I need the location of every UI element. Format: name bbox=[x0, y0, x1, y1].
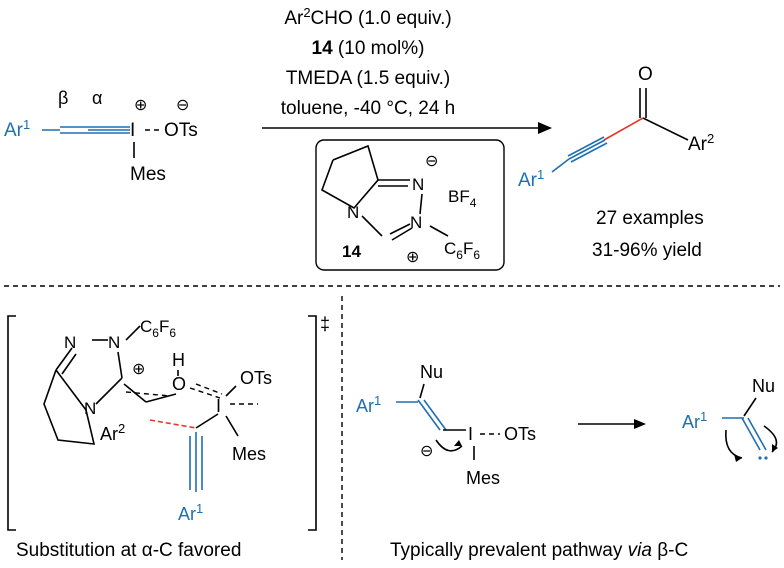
svg-text:Ar1: Ar1 bbox=[682, 409, 707, 432]
reaction-arrowhead bbox=[538, 122, 552, 134]
svg-text:I: I bbox=[216, 396, 221, 416]
svg-text:I: I bbox=[130, 120, 135, 141]
svg-text:OTs: OTs bbox=[164, 120, 198, 141]
beta-caption: Typically prevalent pathway via β-C bbox=[390, 540, 688, 561]
svg-text:OTs: OTs bbox=[240, 368, 272, 388]
alpha-label: α bbox=[92, 88, 102, 108]
beta-label: β bbox=[58, 88, 68, 108]
svg-text:Ar2: Ar2 bbox=[100, 421, 125, 444]
catalyst-box bbox=[315, 139, 505, 271]
svg-text:⊕: ⊕ bbox=[132, 361, 145, 378]
svg-text:N: N bbox=[64, 333, 76, 352]
alpha-caption: Substitution at α-C favored bbox=[16, 540, 241, 561]
svg-text:O: O bbox=[638, 64, 653, 85]
ts-c6f6-group: C6F6 bbox=[140, 317, 176, 340]
svg-text:N: N bbox=[347, 203, 359, 222]
alkynyl-iodonium-substrate: Ar1 β α ⊕ ⊖ I OTs Mes bbox=[4, 88, 198, 185]
reagent-aldehyde: Ar2CHO (1.0 equiv.) bbox=[284, 5, 451, 29]
base-reagent: TMEDA (1.5 equiv.) bbox=[286, 68, 450, 89]
ynone-product: O Ar2 Ar1 27 examples 31-96% yield bbox=[518, 64, 714, 261]
transition-state-dagger: ‡ bbox=[320, 314, 330, 334]
transition-state-alpha: ‡ N N N ⊕ C6F6 H O Ar2 I OTs Mes bbox=[7, 314, 330, 531]
beta-pathway-intermediate: Nu Ar1 ⊖ I OTs Mes bbox=[356, 362, 536, 488]
svg-text:OTs: OTs bbox=[504, 424, 536, 444]
svg-text:Mes: Mes bbox=[466, 468, 500, 488]
svg-text:Nu: Nu bbox=[752, 376, 775, 396]
svg-text:Ar1: Ar1 bbox=[356, 393, 381, 416]
svg-text:N: N bbox=[410, 213, 422, 232]
svg-text:⊕: ⊕ bbox=[134, 97, 147, 114]
beta-arrowhead bbox=[634, 419, 646, 429]
svg-text:I: I bbox=[468, 424, 473, 444]
svg-text:Ar1: Ar1 bbox=[178, 501, 203, 524]
svg-text:⊖: ⊖ bbox=[420, 443, 433, 460]
catalyst-label: 14 bbox=[342, 242, 361, 261]
svg-text:N: N bbox=[108, 333, 120, 352]
svg-text:H: H bbox=[172, 350, 185, 370]
bf4-counterion: BF4 bbox=[448, 187, 477, 210]
yield-range: 31-96% yield bbox=[592, 240, 702, 261]
svg-text:N: N bbox=[412, 175, 424, 194]
svg-text:Ar1: Ar1 bbox=[4, 117, 30, 141]
svg-text:Mes: Mes bbox=[130, 164, 166, 185]
svg-text:Ar1: Ar1 bbox=[518, 167, 544, 191]
svg-text:Nu: Nu bbox=[420, 362, 443, 382]
svg-text:O: O bbox=[172, 374, 186, 394]
svg-text:N: N bbox=[84, 399, 96, 418]
vinylidene-carbene: Nu Ar1 bbox=[682, 376, 778, 462]
svg-text:Ar2: Ar2 bbox=[688, 131, 714, 155]
svg-text:⊕: ⊕ bbox=[406, 249, 419, 266]
svg-text:Mes: Mes bbox=[232, 444, 266, 464]
reaction-conditions: toluene, -40 °C, 24 h bbox=[281, 98, 456, 119]
catalyst-14-structure: N N N ⊖ BF4 ⊕ C6F6 14 bbox=[321, 144, 480, 266]
svg-text:⊖: ⊖ bbox=[176, 97, 189, 114]
catalyst-loading: 14 (10 mol%) bbox=[312, 38, 425, 59]
svg-text:⊖: ⊖ bbox=[425, 153, 438, 170]
c6f6-group: C6F6 bbox=[444, 239, 480, 262]
examples-count: 27 examples bbox=[596, 208, 704, 229]
